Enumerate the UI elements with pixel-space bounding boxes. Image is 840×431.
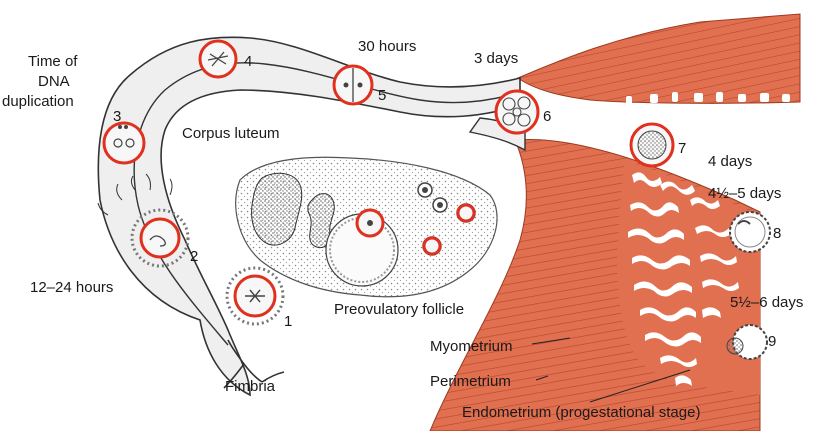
label-dna: DNA (38, 73, 70, 90)
stage-3-pronuclei (102, 121, 146, 165)
atretic-follicle (307, 193, 335, 249)
stage-1-ovulated-oocyte (225, 266, 285, 326)
label-corpus-luteum: Corpus luteum (182, 125, 280, 142)
label-myometrium: Myometrium (430, 338, 513, 355)
label-preovulatory-follicle: Preovulatory follicle (334, 301, 464, 318)
stage-numbers: 1 2 3 4 5 6 7 8 9 (113, 53, 781, 350)
follicle-oocyte-ring (422, 236, 442, 256)
stage-9-implantation (726, 324, 768, 360)
label-3-days: 3 days (474, 50, 518, 67)
endometrial-glands (628, 172, 739, 386)
stage-number-5: 5 (378, 87, 386, 104)
stage-number-9: 9 (768, 333, 776, 350)
leader-perimetrium (535, 375, 549, 381)
stage-5-two-cell (332, 64, 374, 106)
label-fimbria: Fimbria (225, 378, 276, 395)
preovulatory-follicle-wall (329, 217, 395, 283)
label-endometrium: Endometrium (progestational stage) (462, 404, 700, 421)
leader-myometrium (531, 337, 571, 345)
leader-lines (531, 337, 691, 403)
uterine-horn-upper (516, 13, 801, 104)
fimbria (223, 339, 285, 389)
label-12-24-hours: 12–24 hours (30, 279, 113, 296)
follicle-oocyte-ring (456, 203, 476, 223)
stage-markers (97, 39, 771, 360)
label-4-days: 4 days (708, 153, 752, 170)
label-4-5-days: 4½–5 days (708, 185, 781, 202)
small-follicle-oocyte (422, 187, 428, 193)
stage-number-2: 2 (190, 248, 198, 265)
stage-4-cleavage-spindle (198, 39, 238, 79)
stage-number-4: 4 (244, 53, 252, 70)
leader-endometrium (589, 369, 691, 403)
stage-number-1: 1 (284, 313, 292, 330)
label-5-6-days: 5½–6 days (730, 294, 803, 311)
label-duplication: duplication (2, 93, 74, 110)
stage-6-eight-cell (494, 89, 540, 135)
horn-glands (626, 92, 790, 104)
follicle-oocyte-nucleus (367, 220, 373, 226)
label-time-of: Time of (28, 53, 78, 70)
stage-number-3: 3 (113, 108, 121, 125)
stage-number-6: 6 (543, 108, 551, 125)
stage-7-morula (629, 122, 675, 168)
inner-cell-mass (726, 337, 744, 355)
label-perimetrium: Perimetrium (430, 373, 511, 390)
tube-outer-wall (97, 36, 521, 397)
corpus-luteum (251, 172, 303, 246)
stage-number-7: 7 (678, 140, 686, 157)
label-30-hours: 30 hours (358, 38, 416, 55)
stage-number-8: 8 (773, 225, 781, 242)
stage-2-fertilization (97, 173, 190, 268)
sperm-tails (97, 173, 173, 216)
stage-8-blastocyst (729, 211, 771, 253)
small-follicle-oocyte (437, 202, 443, 208)
labels: Time of DNA duplication 30 hours 3 days … (2, 38, 803, 421)
